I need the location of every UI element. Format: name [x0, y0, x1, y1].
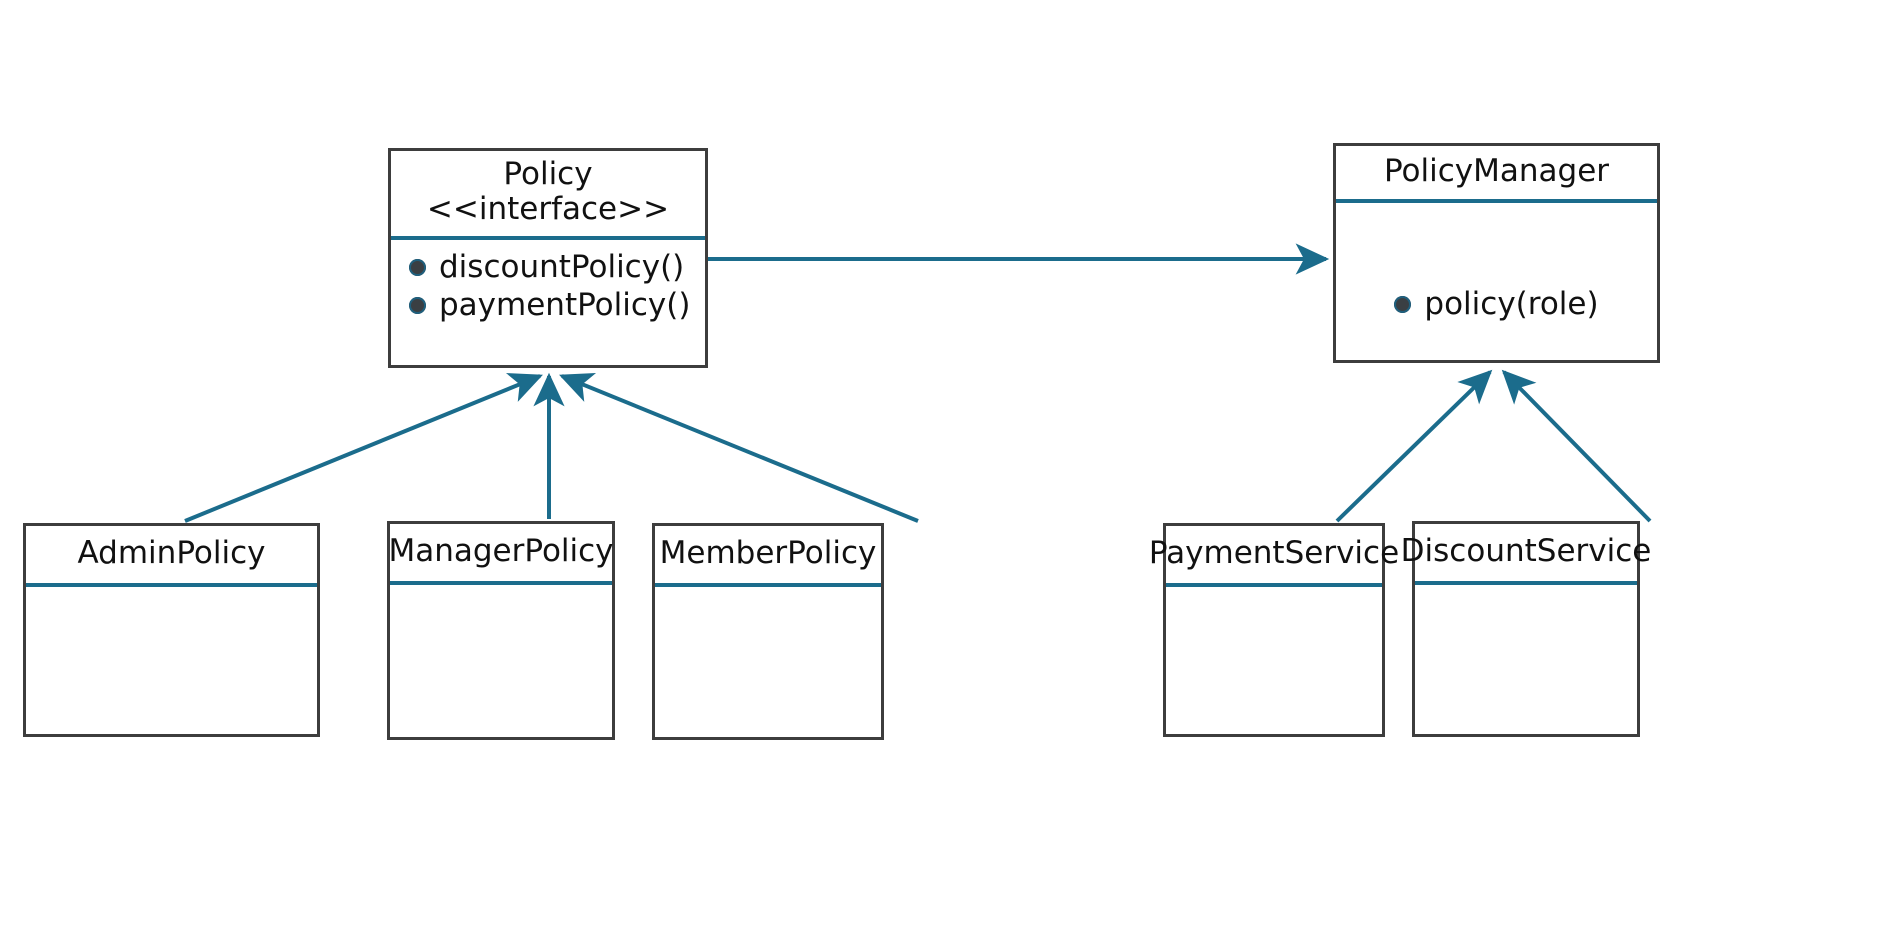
class-box-policymanager[interactable]: PolicyManager policy(role): [1333, 143, 1660, 363]
class-body-adminpolicy: [26, 587, 317, 734]
class-header-adminpolicy: AdminPolicy: [26, 526, 317, 583]
member-label: discountPolicy(): [439, 248, 685, 285]
class-divider-adminpolicy: [26, 583, 317, 588]
filled-circle-icon: [409, 258, 426, 276]
class-header-policymanager: PolicyManager: [1336, 146, 1657, 199]
class-box-adminpolicy[interactable]: AdminPolicy: [23, 523, 320, 737]
class-stereotype-policy: <<interface>>: [426, 191, 670, 228]
class-name-adminpolicy: AdminPolicy: [77, 535, 266, 571]
class-body-managerpolicy: [390, 585, 612, 737]
class-name-policy: Policy: [503, 156, 593, 192]
class-box-managerpolicy[interactable]: ManagerPolicy: [387, 521, 615, 740]
class-header-discountservice: DiscountService: [1401, 524, 1652, 581]
class-divider-policy: [391, 235, 705, 240]
class-divider-discountservice: [1415, 581, 1637, 586]
member-label: policy(role): [1424, 286, 1599, 323]
edge-member-to-policy: [559, 373, 919, 523]
class-name-policymanager: PolicyManager: [1383, 153, 1610, 189]
class-header-policy: Policy <<interface>>: [391, 151, 705, 236]
class-name-paymentservice: PaymentService: [1148, 535, 1400, 571]
class-body-discountservice: [1415, 585, 1637, 734]
class-body-policy: discountPolicy() paymentPolicy(): [391, 240, 705, 365]
filled-circle-icon: [1394, 296, 1412, 314]
member-label: paymentPolicy(): [439, 287, 691, 324]
class-box-discountservice[interactable]: DiscountService: [1401, 521, 1652, 737]
class-name-managerpolicy: ManagerPolicy: [388, 533, 614, 569]
class-box-paymentservice[interactable]: PaymentService: [1149, 523, 1399, 737]
class-header-memberpolicy: MemberPolicy: [655, 526, 881, 583]
member-row[interactable]: policy(role): [1394, 285, 1599, 324]
class-name-discountservice: DiscountService: [1400, 533, 1652, 569]
edge-discount-to-policymanager: [1501, 369, 1652, 523]
class-body-policymanager: policy(role): [1336, 203, 1657, 360]
class-box-memberpolicy[interactable]: MemberPolicy: [652, 523, 884, 740]
class-divider-paymentservice: [1166, 583, 1382, 588]
class-box-policy[interactable]: Policy <<interface>> discountPolicy() pa…: [388, 148, 708, 368]
class-body-memberpolicy: [655, 587, 881, 737]
class-divider-policymanager: [1336, 199, 1657, 204]
class-divider-managerpolicy: [390, 581, 612, 586]
class-header-managerpolicy: ManagerPolicy: [388, 524, 614, 581]
filled-circle-icon: [409, 297, 426, 315]
class-divider-memberpolicy: [655, 583, 881, 588]
member-row[interactable]: paymentPolicy(): [391, 286, 705, 325]
class-name-memberpolicy: MemberPolicy: [659, 535, 877, 571]
edge-admin-to-policy: [184, 373, 543, 523]
edge-payment-to-policymanager: [1335, 369, 1493, 523]
class-body-paymentservice: [1166, 587, 1382, 734]
class-header-paymentservice: PaymentService: [1149, 526, 1399, 583]
member-row[interactable]: discountPolicy(): [391, 248, 705, 287]
